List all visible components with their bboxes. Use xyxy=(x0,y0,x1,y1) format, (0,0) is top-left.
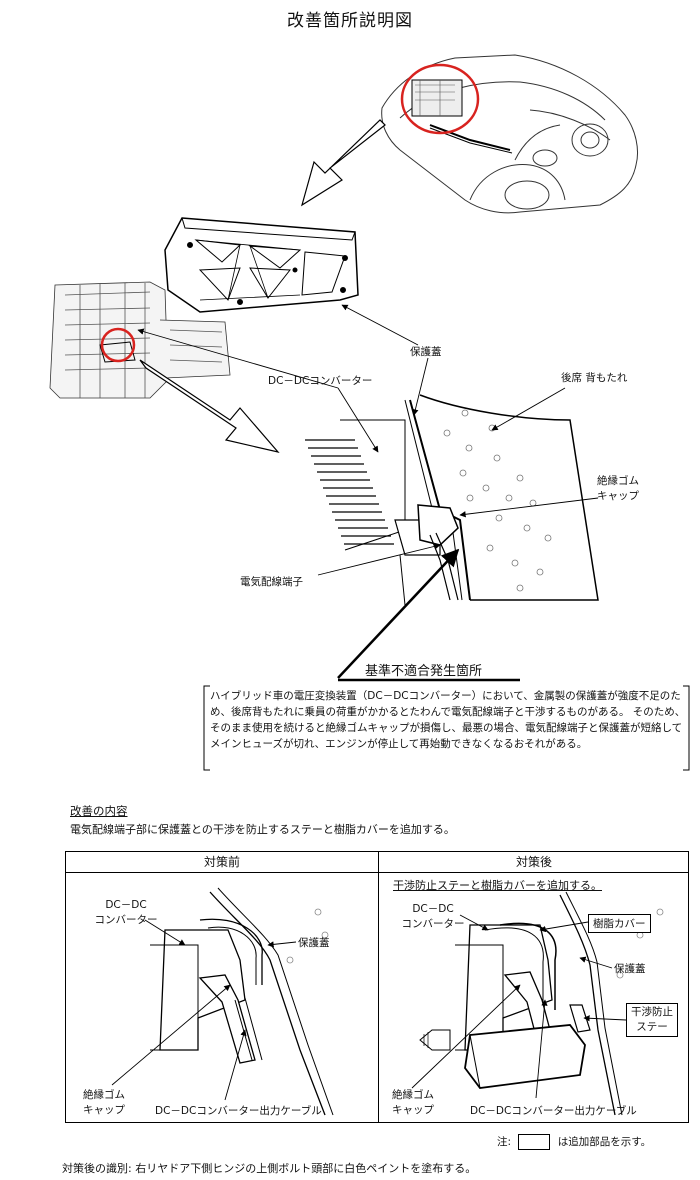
after-label-dcdc-converter: DC－DC コンバーター xyxy=(401,903,465,930)
zoom-arrow-1 xyxy=(301,119,386,207)
description-bracket-left xyxy=(203,685,210,771)
label-protective-cover: 保護蓋 xyxy=(410,346,442,358)
before-label-insulation-rubber-cap: 絶縁ゴム キャップ xyxy=(83,1089,125,1116)
before-header: 対策前 xyxy=(66,852,378,873)
page-title: 改善箇所説明図 xyxy=(287,11,413,31)
label-dcdc-converter: DC－DCコンバーター xyxy=(268,375,373,387)
improvement-body: 電気配線端子部に保護蓋との干渉を防止するステーと樹脂カバーを追加する。 xyxy=(70,823,455,836)
before-label-dcdc-converter: DC－DC コンバーター xyxy=(94,899,158,926)
after-leaders xyxy=(411,914,627,1099)
legend-prefix: 注: xyxy=(497,1136,512,1148)
after-drawing xyxy=(419,891,664,1116)
footer-identification: 対策後の識別: 右リヤドア下側ヒンジの上側ボルト頭部に白色ペイントを塗布する。 xyxy=(62,1162,477,1175)
defect-location-label: 基準不適合発生箇所 xyxy=(365,664,483,679)
zoom-arrow-2 xyxy=(139,359,280,453)
after-label-output-cable: DC－DCコンバーター出力ケーブル xyxy=(470,1105,637,1117)
terminal-highlight-circle xyxy=(100,327,136,363)
before-drawing xyxy=(150,887,334,1116)
overview-leaders xyxy=(137,304,599,576)
improvement-heading: 改善の内容 xyxy=(70,804,128,818)
before-label-output-cable: DC－DCコンバーター出力ケーブル xyxy=(155,1105,322,1117)
legend-suffix: は追加部品を示す。 xyxy=(557,1136,652,1148)
defect-description: ハイブリッド車の電圧変換装置（DC－DCコンバーター）において、金属製の保護蓋が… xyxy=(210,690,686,750)
after-header: 対策後 xyxy=(379,852,689,873)
after-label-insulation-rubber-cap: 絶縁ゴム キャップ xyxy=(392,1089,434,1116)
label-insulation-rubber-cap: 絶縁ゴム キャップ xyxy=(597,475,639,502)
car-highlight-circle xyxy=(400,63,480,135)
after-note: 干渉防止ステーと樹脂カバーを追加する。 xyxy=(393,879,602,892)
before-leaders xyxy=(111,919,297,1101)
detail-cross-section xyxy=(305,394,599,606)
label-electrical-terminal: 電気配線端子 xyxy=(240,576,303,588)
converter-assembly-drawing xyxy=(49,281,231,399)
before-label-protective-cover: 保護蓋 xyxy=(298,937,330,949)
after-label-resin-cover: 樹脂カバー xyxy=(588,914,651,933)
comparison-table: 対策前 対策後 xyxy=(65,851,689,1123)
protective-cover-drawing xyxy=(164,217,359,313)
table-divider xyxy=(378,852,379,1122)
car-illustration xyxy=(381,54,639,214)
defect-pointer-arrow xyxy=(337,548,460,679)
after-label-interference-stay: 干渉防止 ステー xyxy=(626,1003,678,1037)
label-rear-seatback: 後席 背もたれ xyxy=(561,372,628,384)
legend-box xyxy=(518,1134,551,1150)
after-label-protective-cover: 保護蓋 xyxy=(614,963,646,975)
legend: 注: は追加部品を示す。 xyxy=(497,1134,651,1150)
description-bracket-right xyxy=(683,685,690,771)
